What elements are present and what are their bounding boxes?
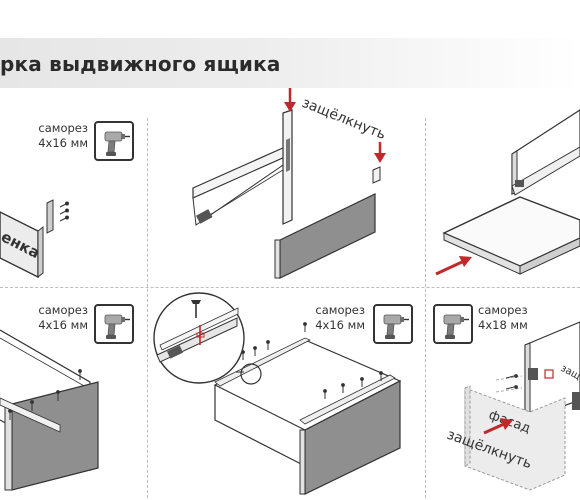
screwdriver-icon [94,121,134,161]
grid-divider [147,118,148,498]
screwdriver-icon [94,304,134,344]
red-arrow [284,88,296,112]
grid-divider [425,118,426,498]
header-band [0,38,580,88]
grid-divider [0,287,580,288]
red-arrow [483,418,513,435]
red-arrow [374,142,386,163]
step-4-illustration [0,329,99,491]
screwdriver-icon [373,304,413,344]
screwdriver-icon [433,304,473,344]
red-arrow [435,256,472,276]
zoom-callout [153,292,262,385]
step-1-illustration: енка [0,199,69,279]
page-title: рка выдвижного ящика [0,52,281,76]
